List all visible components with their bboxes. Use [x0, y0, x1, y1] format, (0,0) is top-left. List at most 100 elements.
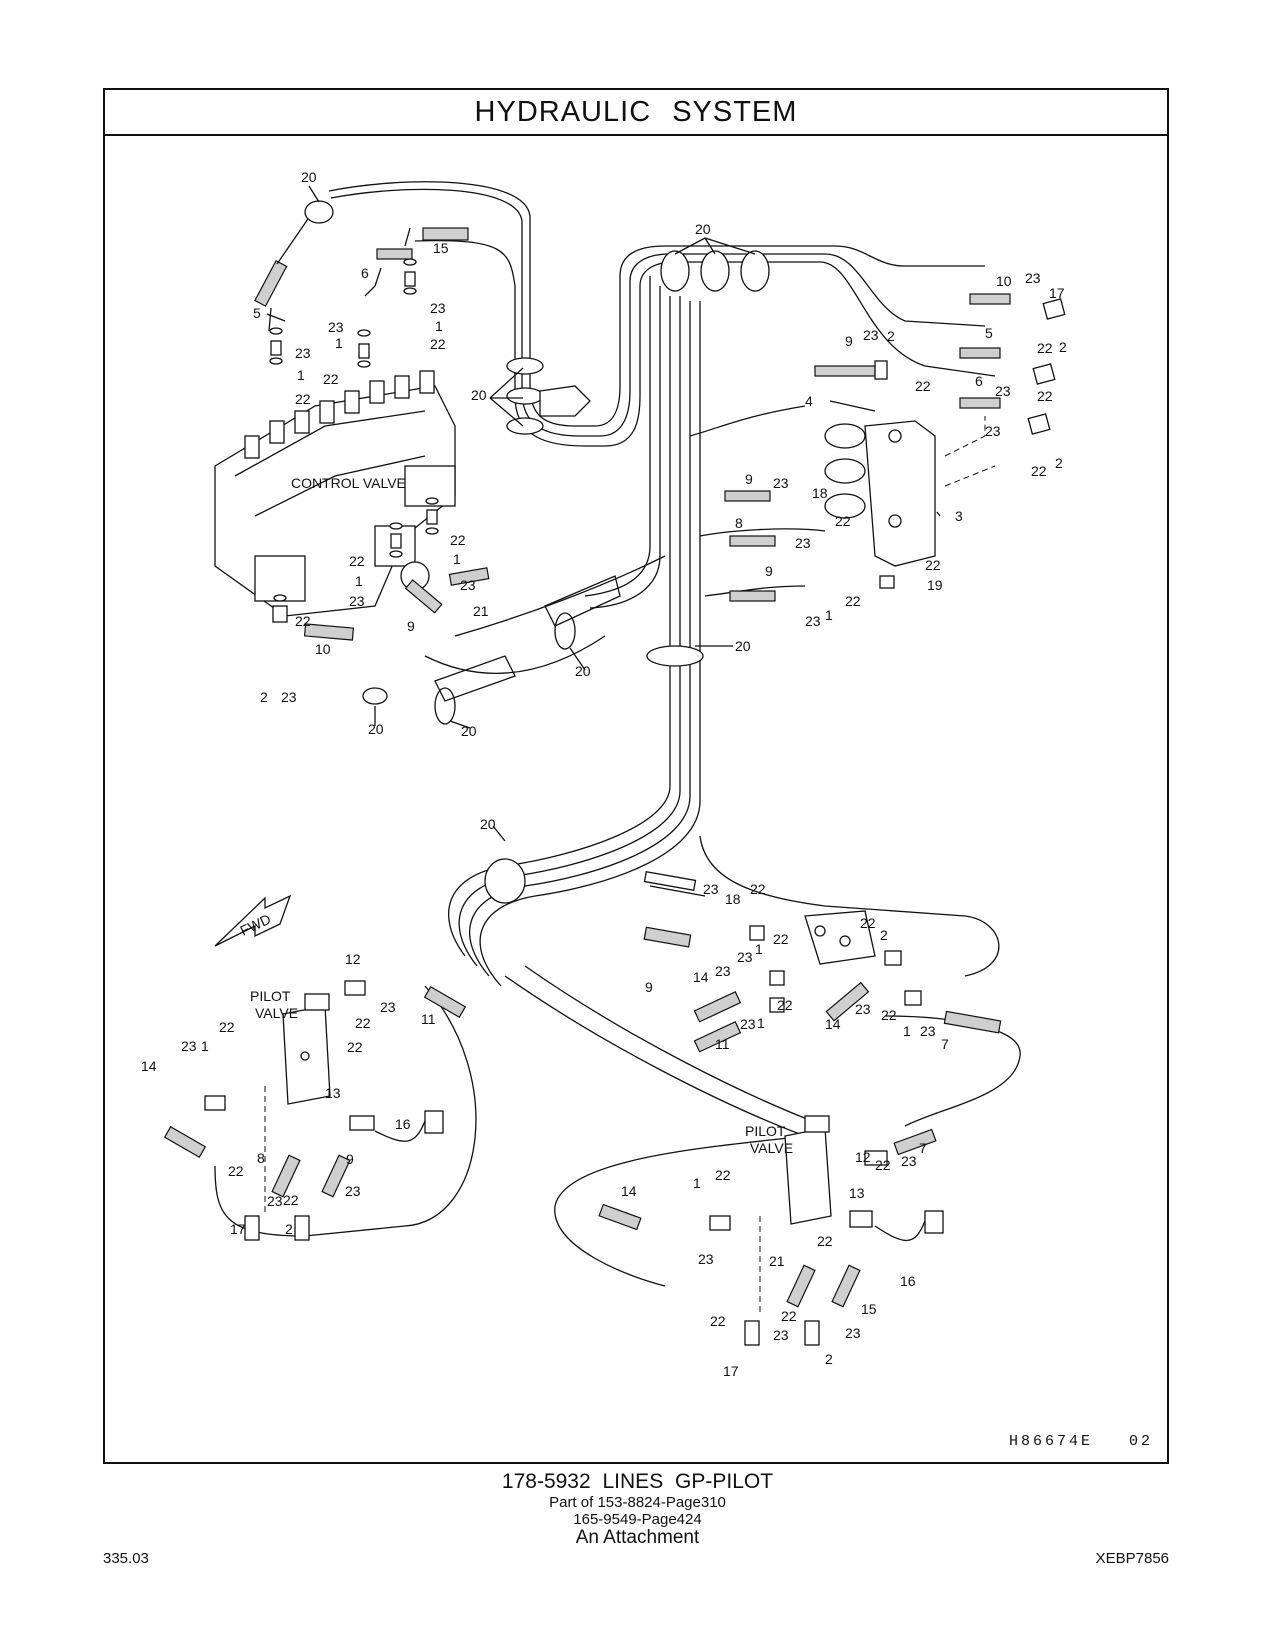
figure-code: H86674E 02 — [1008, 1433, 1153, 1450]
svg-text:22: 22 — [1037, 388, 1053, 404]
svg-text:14: 14 — [825, 1016, 841, 1032]
svg-text:10: 10 — [315, 641, 331, 657]
svg-text:23: 23 — [328, 319, 344, 335]
svg-text:22: 22 — [349, 553, 365, 569]
svg-text:1: 1 — [903, 1023, 911, 1039]
svg-text:22: 22 — [860, 915, 876, 931]
left-pilot-label-1: PILOT — [250, 988, 291, 1004]
svg-text:23: 23 — [1025, 270, 1041, 286]
svg-text:22: 22 — [817, 1233, 833, 1249]
svg-text:23: 23 — [267, 1193, 283, 1209]
svg-text:1: 1 — [757, 1015, 765, 1031]
svg-text:8: 8 — [735, 515, 743, 531]
svg-text:14: 14 — [141, 1058, 157, 1074]
svg-text:5: 5 — [253, 305, 261, 321]
svg-text:22: 22 — [773, 931, 789, 947]
svg-text:13: 13 — [849, 1185, 865, 1201]
leader-lines — [266, 185, 941, 842]
svg-text:12: 12 — [855, 1149, 871, 1165]
svg-text:22: 22 — [355, 1015, 371, 1031]
fwd-arrow: FWD — [214, 894, 292, 947]
control-valve-assembly: CONTROL VALVE — [214, 370, 456, 617]
caption-attachment: An Attachment — [575, 1527, 700, 1548]
svg-text:10: 10 — [996, 273, 1012, 289]
sheet-title: HYDRAULIC SYSTEM — [474, 95, 798, 128]
left-pilot-valve: PILOT VALVE — [163, 980, 467, 1241]
manifold-block — [724, 293, 1066, 602]
svg-text:14: 14 — [693, 969, 709, 985]
svg-text:4: 4 — [805, 393, 813, 409]
svg-text:18: 18 — [812, 485, 828, 501]
page-number: 335.03 — [103, 1550, 149, 1567]
svg-text:22: 22 — [710, 1313, 726, 1329]
control-valve-label: CONTROL VALVE — [291, 475, 406, 491]
document-code: XEBP7856 — [1095, 1550, 1169, 1567]
svg-text:21: 21 — [473, 603, 489, 619]
svg-text:11: 11 — [715, 1036, 730, 1052]
clamps — [362, 250, 770, 904]
svg-text:22: 22 — [295, 613, 311, 629]
svg-text:23: 23 — [995, 383, 1011, 399]
svg-text:2: 2 — [887, 328, 895, 344]
svg-text:17: 17 — [1049, 285, 1065, 301]
header-band: HYDRAULIC SYSTEM — [105, 90, 1167, 136]
svg-text:21: 21 — [769, 1253, 785, 1269]
svg-text:22: 22 — [1037, 340, 1053, 356]
svg-text:1: 1 — [297, 367, 305, 383]
svg-text:23: 23 — [349, 593, 365, 609]
right-pilot-label-2: VALVE — [750, 1140, 793, 1156]
svg-text:23: 23 — [845, 1325, 861, 1341]
svg-text:23: 23 — [855, 1001, 871, 1017]
svg-text:23: 23 — [295, 345, 311, 361]
svg-text:1: 1 — [453, 551, 461, 567]
svg-text:8: 8 — [257, 1150, 265, 1166]
svg-text:20: 20 — [368, 721, 384, 737]
svg-text:19: 19 — [927, 577, 943, 593]
svg-text:23: 23 — [740, 1016, 756, 1032]
svg-text:1: 1 — [435, 318, 443, 334]
svg-text:22: 22 — [450, 532, 466, 548]
svg-text:17: 17 — [230, 1221, 246, 1237]
svg-text:23: 23 — [805, 613, 821, 629]
caption-part-of-1: Part of 153-8824-Page310 — [549, 1494, 726, 1511]
svg-text:16: 16 — [900, 1273, 916, 1289]
svg-text:1: 1 — [201, 1038, 209, 1054]
svg-text:7: 7 — [919, 1140, 927, 1156]
svg-text:18: 18 — [725, 891, 741, 907]
svg-text:1: 1 — [355, 573, 363, 589]
svg-text:23: 23 — [345, 1183, 361, 1199]
svg-text:14: 14 — [621, 1183, 637, 1199]
svg-text:20: 20 — [575, 663, 591, 679]
svg-text:6: 6 — [361, 265, 369, 281]
caption-part-of-2: 165-9549-Page424 — [573, 1511, 702, 1528]
parts-diagram: CONTROL VALVE — [141, 169, 1067, 1379]
right-pilot-valve: PILOT VALVE — [598, 1115, 944, 1346]
svg-text:11: 11 — [421, 1011, 436, 1027]
svg-text:3: 3 — [955, 508, 963, 524]
svg-text:9: 9 — [407, 618, 415, 634]
svg-text:23: 23 — [773, 1327, 789, 1343]
svg-text:23: 23 — [985, 423, 1001, 439]
svg-text:9: 9 — [765, 563, 773, 579]
left-pilot-label-2: VALVE — [255, 1005, 298, 1021]
center-valve-cluster — [643, 870, 1002, 1053]
svg-text:23: 23 — [698, 1251, 714, 1267]
svg-text:22: 22 — [915, 378, 931, 394]
svg-text:23: 23 — [773, 475, 789, 491]
svg-text:2: 2 — [1055, 455, 1063, 471]
diagram-frame: HYDRAULIC SYSTEM CONTROL VALVE — [103, 88, 1169, 1464]
svg-text:22: 22 — [925, 557, 941, 573]
svg-text:22: 22 — [750, 881, 766, 897]
svg-text:12: 12 — [345, 951, 361, 967]
svg-text:1: 1 — [825, 607, 833, 623]
svg-text:20: 20 — [301, 169, 317, 185]
svg-text:22: 22 — [781, 1308, 797, 1324]
svg-text:20: 20 — [735, 638, 751, 654]
svg-text:20: 20 — [480, 816, 496, 832]
svg-text:16: 16 — [395, 1116, 411, 1132]
svg-text:23: 23 — [281, 689, 297, 705]
right-pilot-label-1: PILOT — [745, 1123, 786, 1139]
upper-left-hoses — [254, 200, 490, 641]
svg-text:2: 2 — [285, 1221, 293, 1237]
svg-text:23: 23 — [460, 577, 476, 593]
